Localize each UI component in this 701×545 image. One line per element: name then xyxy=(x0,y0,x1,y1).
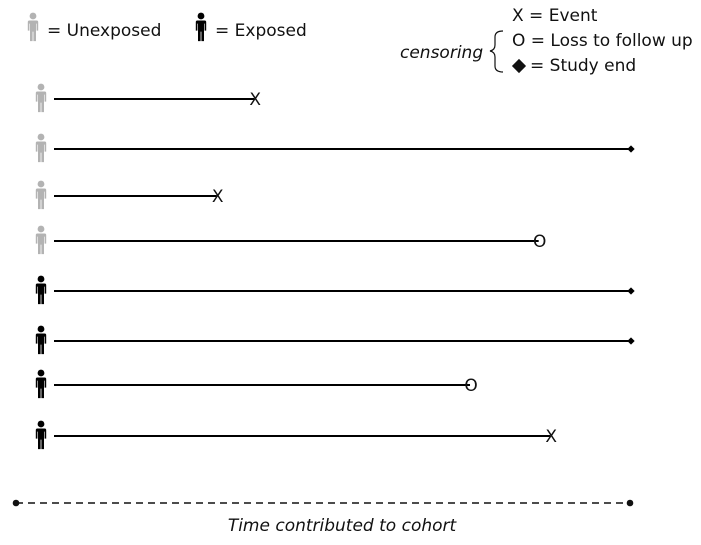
unexposed-person-icon xyxy=(35,225,47,255)
time-axis-label: Time contributed to cohort xyxy=(228,516,458,536)
exposed-person-icon xyxy=(35,369,47,399)
time-axis: Time contributed to cohort xyxy=(12,499,634,536)
exposed-person-icon xyxy=(35,420,47,450)
unexposed-person-icon xyxy=(27,12,39,42)
unexposed-person-icon xyxy=(35,133,47,163)
event-marker: X xyxy=(212,187,224,207)
event-marker: X xyxy=(545,427,557,447)
legend-study-end-label: = Study end xyxy=(530,56,636,76)
exposed-person-icon xyxy=(195,12,207,42)
participant-row xyxy=(35,133,635,163)
legend-exposed: = Exposed xyxy=(195,12,307,42)
participant-row xyxy=(35,325,635,355)
participant-row: X xyxy=(35,180,224,210)
participant-row: O xyxy=(35,225,546,255)
censoring-label: censoring xyxy=(400,43,483,63)
legend-censoring: censoring X = Event O = Loss to follow u… xyxy=(400,6,693,76)
legend-unexposed: = Unexposed xyxy=(27,12,161,42)
legend-loss-label: O = Loss to follow up xyxy=(512,31,693,51)
participant-row: X xyxy=(35,420,557,450)
exposed-person-icon xyxy=(35,325,47,355)
exposed-person-icon xyxy=(35,275,47,305)
study-end-marker xyxy=(627,287,635,295)
legend-unexposed-label: = Unexposed xyxy=(47,21,161,41)
study-end-diamond-icon xyxy=(511,58,527,74)
participant-row xyxy=(35,275,635,305)
unexposed-person-icon xyxy=(35,180,47,210)
legend-exposed-label: = Exposed xyxy=(215,21,307,41)
unexposed-person-icon xyxy=(35,83,47,113)
study-end-marker xyxy=(627,337,635,345)
time-axis-start-dot xyxy=(12,499,20,507)
participant-row: X xyxy=(35,83,261,113)
loss-to-follow-up-marker: O xyxy=(533,232,546,252)
study-end-marker xyxy=(627,145,635,153)
legend-event-label: X = Event xyxy=(512,6,598,26)
participant-rows: X X O O X xyxy=(35,83,635,450)
event-marker: X xyxy=(249,90,261,110)
censoring-brace-icon xyxy=(489,30,504,73)
time-axis-end-dot xyxy=(626,499,634,507)
participant-row: O xyxy=(35,369,478,399)
loss-to-follow-up-marker: O xyxy=(464,376,477,396)
